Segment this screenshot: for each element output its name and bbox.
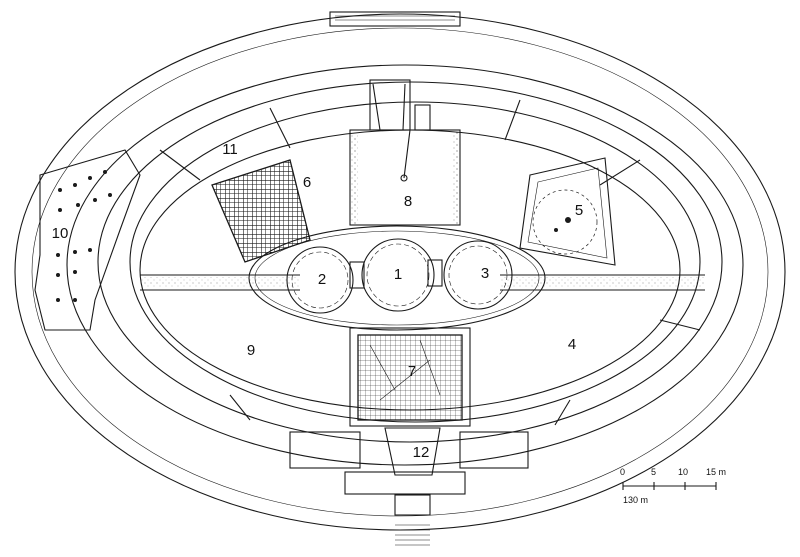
- label-6: 6: [303, 174, 311, 191]
- label-10: 10: [52, 225, 69, 242]
- label-5: 5: [575, 202, 583, 219]
- label-12: 12: [413, 444, 430, 461]
- arena-oval: [248, 225, 546, 331]
- scale-bar: 0 5 10 15 m 130 m: [620, 467, 726, 505]
- label-3: 3: [481, 265, 489, 282]
- label-7: 7: [408, 363, 416, 380]
- south-entrance-12: [289, 427, 529, 546]
- rooms-10: [34, 149, 141, 331]
- label-9: 9: [247, 342, 255, 359]
- label-2: 2: [318, 271, 326, 288]
- scale-tick-5: 5: [651, 467, 656, 477]
- scale-tick-15: 15 m: [706, 467, 726, 477]
- scale-tick-10: 10: [678, 467, 688, 477]
- chamber-1: [361, 238, 435, 312]
- label-8: 8: [404, 193, 412, 210]
- enclosure-5: [519, 157, 616, 266]
- label-4: 4: [568, 336, 576, 353]
- central-axis: [140, 274, 705, 291]
- grid-area-7: [349, 327, 471, 427]
- label-11: 11: [222, 141, 238, 158]
- scale-elevation: 130 m: [623, 495, 648, 505]
- cavea-rings: [66, 64, 744, 466]
- scale-tick-0: 0: [620, 467, 625, 477]
- label-1: 1: [394, 266, 402, 283]
- chamber-3: [443, 240, 513, 310]
- enclosure-8: [349, 129, 461, 226]
- chamber-2: [286, 246, 354, 314]
- grid-area-6: [211, 159, 311, 263]
